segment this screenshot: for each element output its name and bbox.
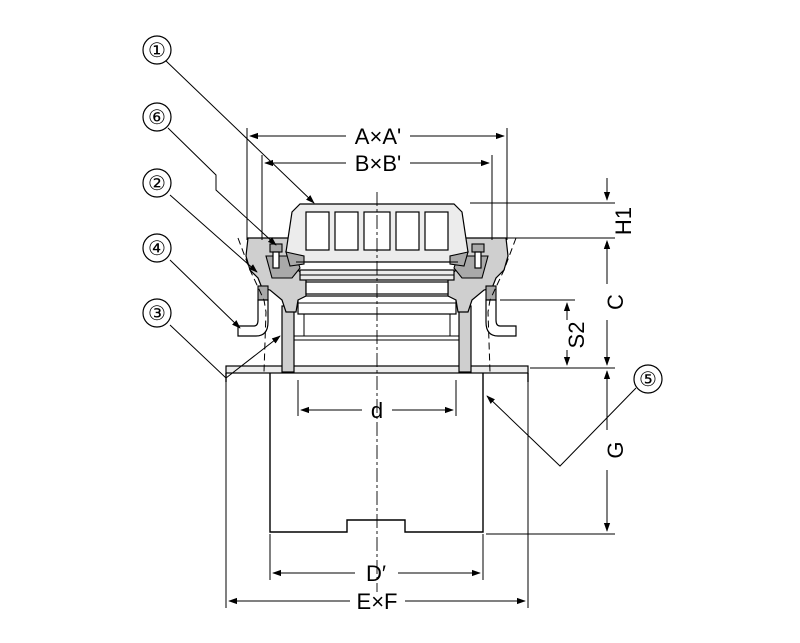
- callout-1: ①: [142, 35, 172, 65]
- callout-5-label: ⑤: [639, 369, 657, 391]
- extension-lines: [225, 128, 615, 608]
- callout-1-label: ①: [148, 40, 166, 62]
- callout-6: ⑥: [142, 102, 172, 132]
- dim-h1-label: H1: [611, 207, 636, 235]
- dim-c-label: C: [603, 294, 628, 310]
- callout-4: ④: [142, 233, 172, 263]
- callout-3: ③: [142, 298, 172, 328]
- callout-4-label: ④: [148, 238, 166, 260]
- hidden-outline: [237, 237, 517, 373]
- outlet-sleeve: [281, 305, 472, 373]
- callout-3-label: ③: [148, 303, 166, 325]
- callout-2-label: ②: [148, 173, 166, 195]
- callout-5: ⑤: [633, 364, 663, 394]
- dim-a-label: A×A': [355, 124, 401, 149]
- anchor-left: [237, 285, 269, 337]
- dim-g-label: G: [603, 441, 628, 458]
- dim-ef-label: E×F: [357, 589, 398, 614]
- dim-b-label: B×B': [355, 151, 401, 176]
- dim-s2-label: S2: [564, 322, 589, 349]
- callout-6-label: ⑥: [148, 107, 166, 129]
- bolt-right: [471, 243, 485, 269]
- callout-2: ②: [142, 168, 172, 198]
- anchor-right: [485, 285, 517, 337]
- dim-d-prime-label: D′: [366, 561, 386, 586]
- dimension-lines: [228, 132, 611, 605]
- leader-lines: [164, 59, 637, 467]
- dim-d-label: d: [371, 398, 383, 423]
